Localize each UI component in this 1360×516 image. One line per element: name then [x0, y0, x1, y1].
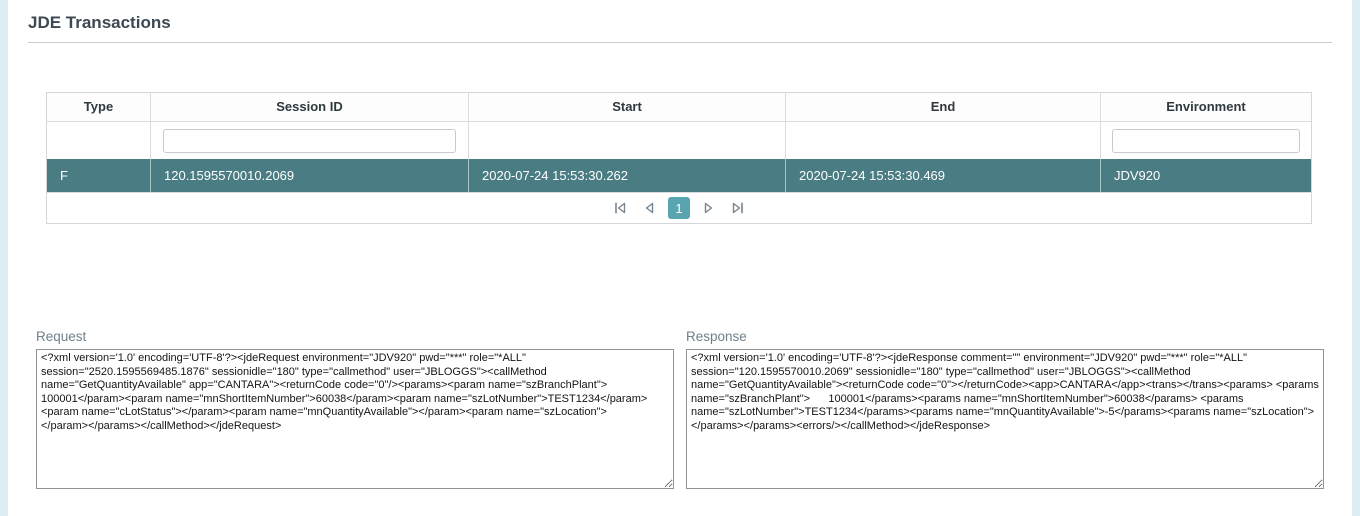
pagination-last-button[interactable] [728, 198, 748, 218]
filter-cell-type [47, 122, 150, 159]
request-textarea[interactable] [36, 349, 674, 489]
column-header-end: End [785, 93, 1100, 121]
pagination-prev-button[interactable] [639, 198, 659, 218]
pagination-first-button[interactable] [610, 198, 630, 218]
previous-page-icon [645, 202, 654, 214]
transactions-table: Type Session ID Start End Environment F … [46, 92, 1312, 224]
request-response-section: Request Response [36, 329, 1324, 494]
go-to-last-page-icon [732, 202, 743, 214]
table-row[interactable]: F 120.1595570010.2069 2020-07-24 15:53:3… [47, 159, 1311, 192]
row-cell-end: 2020-07-24 15:53:30.469 [785, 159, 1100, 192]
environment-filter-input[interactable] [1112, 128, 1300, 153]
request-column: Request [36, 329, 674, 494]
row-cell-start: 2020-07-24 15:53:30.262 [468, 159, 785, 192]
page-title: JDE Transactions [28, 0, 1332, 43]
go-to-first-page-icon [615, 202, 626, 214]
session-id-filter-input[interactable] [163, 128, 456, 153]
response-textarea[interactable] [686, 349, 1324, 489]
column-header-type: Type [47, 93, 150, 121]
column-header-start: Start [468, 93, 785, 121]
row-cell-session-id: 120.1595570010.2069 [150, 159, 468, 192]
pagination-next-button[interactable] [699, 198, 719, 218]
pagination-page-1-button[interactable]: 1 [668, 197, 690, 219]
row-cell-environment: JDV920 [1100, 159, 1311, 192]
next-page-icon [704, 202, 713, 214]
filter-cell-end [785, 122, 1100, 159]
request-label: Request [36, 329, 87, 344]
pagination-bar: 1 [47, 192, 1311, 223]
row-cell-type: F [60, 168, 68, 183]
filter-cell-start [468, 122, 785, 159]
response-label: Response [686, 329, 747, 344]
table-filter-row [47, 121, 1311, 159]
content-card: JDE Transactions Type Session ID Start E… [8, 0, 1352, 516]
table-header-row: Type Session ID Start End Environment [47, 93, 1311, 121]
response-column: Response [686, 329, 1324, 494]
filter-cell-session-id [150, 122, 468, 159]
filter-cell-environment [1100, 122, 1311, 159]
column-header-environment: Environment [1100, 93, 1311, 121]
column-header-session-id: Session ID [150, 93, 468, 121]
